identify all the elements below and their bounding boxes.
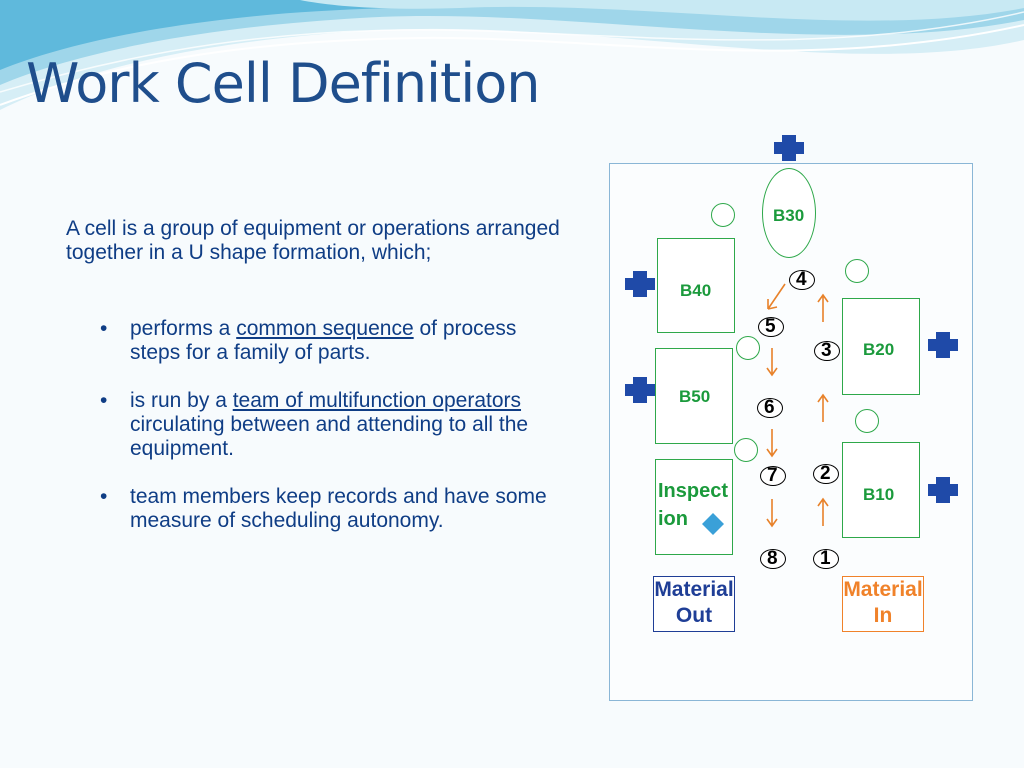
- step-marker-5: 5: [758, 316, 784, 337]
- step-number: 2: [820, 463, 831, 484]
- step-number: 6: [764, 397, 775, 418]
- inspection-label-line2: ion: [658, 508, 688, 530]
- flow-arrow-up: [817, 497, 829, 526]
- step-marker-7: 7: [760, 465, 786, 486]
- bullet-text: is run by a: [130, 389, 233, 412]
- station-label-b20: B20: [863, 340, 895, 359]
- station-b30: [762, 168, 816, 258]
- bullet-item-team: • is run by a team of multifunction oper…: [100, 389, 550, 461]
- station-label-inspection: Inspect ion: [658, 477, 728, 533]
- step-marker-2: 2: [813, 463, 839, 484]
- intro-text: A cell is a group of equipment or operat…: [66, 217, 560, 264]
- operator-position-circle: [736, 336, 760, 360]
- operator-position-circle: [845, 259, 869, 283]
- operator-icon: [625, 377, 655, 403]
- bullet-dot: •: [100, 389, 108, 412]
- operator-position-circle: [711, 203, 735, 227]
- station-b10: [842, 442, 920, 538]
- flow-arrow-down: [766, 429, 778, 458]
- team-of-multifunction-operators-link: team of multifunction operators: [232, 389, 522, 412]
- operator-icon: [774, 135, 804, 161]
- operator-position-circle: [855, 409, 879, 433]
- bullet-dot: •: [100, 485, 108, 508]
- step-marker-3: 3: [814, 340, 840, 361]
- flow-arrow-up: [817, 393, 829, 422]
- step-marker-4: 4: [789, 269, 815, 290]
- common-sequence-link: common sequence: [236, 317, 414, 340]
- station-label-b40: B40: [680, 281, 712, 300]
- operator-icon: [928, 332, 958, 358]
- flow-arrow-down: [766, 499, 778, 528]
- bullet-list: • performs a common sequence of process …: [100, 317, 550, 557]
- step-marker-8: 8: [760, 548, 786, 569]
- material-out-label: Out: [675, 604, 713, 627]
- flow-arrow-up: [817, 293, 829, 322]
- flow-arrow-down-left: [767, 283, 786, 310]
- operator-icon: [928, 477, 958, 503]
- station-inspection: [655, 459, 733, 555]
- station-b20: [842, 298, 920, 395]
- bullet-text: of process steps for a family of parts.: [130, 317, 517, 364]
- bullet-item-common-sequence: • performs a common sequence of process …: [100, 317, 550, 365]
- step-number: 8: [767, 548, 778, 569]
- operator-position-circle: [734, 438, 758, 462]
- bullet-text: performs a: [130, 317, 237, 340]
- header-wave-decoration: [0, 0, 1024, 110]
- flow-arrow-down: [766, 348, 778, 377]
- step-number: 4: [796, 269, 807, 290]
- bullet-item-records: • team members keep records and have som…: [100, 485, 550, 533]
- step-number: 7: [767, 465, 778, 486]
- inspection-label-line1: Inspect: [658, 480, 729, 502]
- slide-title: Work Cell Definition: [26, 52, 540, 115]
- station-label-b30: B30: [773, 206, 805, 225]
- station-label-b50: B50: [679, 387, 711, 406]
- material-out-label: Material: [654, 578, 734, 601]
- step-marker-6: 6: [757, 397, 783, 418]
- bullet-text: team members keep records and have some …: [130, 485, 547, 532]
- step-marker-1: 1: [813, 548, 839, 569]
- step-number: 1: [820, 548, 831, 569]
- step-number: 5: [765, 316, 776, 337]
- operator-icon: [625, 271, 655, 297]
- station-b50: [655, 348, 733, 444]
- step-number: 3: [821, 340, 832, 361]
- material-in-label: Material: [843, 578, 923, 601]
- station-label-b10: B10: [863, 485, 895, 504]
- bullet-dot: •: [100, 317, 108, 340]
- inspection-diamond-icon: [702, 513, 724, 535]
- bullet-text: circulating between and attending to all…: [130, 413, 529, 460]
- station-b40: [657, 238, 735, 333]
- material-in-label: In: [873, 604, 893, 627]
